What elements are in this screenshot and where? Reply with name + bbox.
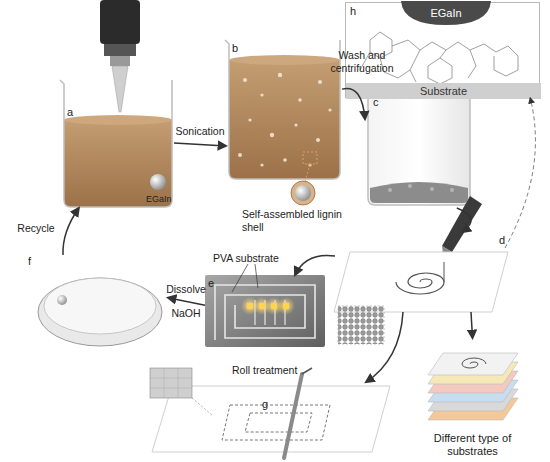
panel-letter: g [262,398,268,411]
panel-letter: c [373,96,379,109]
panel-letter: f [28,255,31,268]
substrate-stack-node: Different type of substrates [425,338,520,458]
beaker-a [60,80,172,207]
process-arrow [366,312,403,382]
panel-letter: e [208,277,214,290]
beaker-b [225,40,340,205]
node-text: Substrate [420,85,467,98]
annotation-label: PVA substrate [213,252,293,265]
annotation-label: EGaIn [146,193,186,206]
arrow-label: Wash and centrifugation [319,49,405,75]
panel-g: g [150,382,390,452]
rolled-substrate [150,368,390,458]
panel-e: e [205,275,325,347]
dashed-arrow [505,98,535,248]
substrate-stack [428,353,518,420]
panel-b: b [226,38,342,180]
droplet-outline [401,1,491,25]
process-arrow [174,143,226,146]
pva-circuit [205,264,325,347]
process-arrow [63,208,79,255]
arrow-label: Sonication [164,125,236,138]
panel-a: a [62,78,174,208]
panel-letter: h [350,5,356,18]
process-arrow [471,312,473,338]
petri-dish [38,278,162,346]
panel-f: f [28,255,168,350]
paper-substrate [334,252,508,344]
process-arrow [295,255,335,275]
panel-c: c [365,88,473,208]
panel-d: d [335,232,505,312]
annotation-label: Roll treatment [232,364,322,377]
egain-droplet: EGaIn [401,1,491,25]
panel-letter: a [67,106,73,119]
node-text: Different type of substrates [425,432,520,458]
annotation-label: Self-assembled lignin shell [242,208,362,234]
node-text: EGaIn [430,7,461,20]
panel-letter: b [232,42,238,55]
beaker-c [368,92,470,205]
process-arrow [457,208,471,232]
arrow-label: Dissolve NaOH [160,277,212,325]
sonicator-probe [100,0,140,112]
panel-letter: d [499,234,505,247]
arrow-label: Recycle [10,222,62,235]
process-arrow [168,298,205,305]
